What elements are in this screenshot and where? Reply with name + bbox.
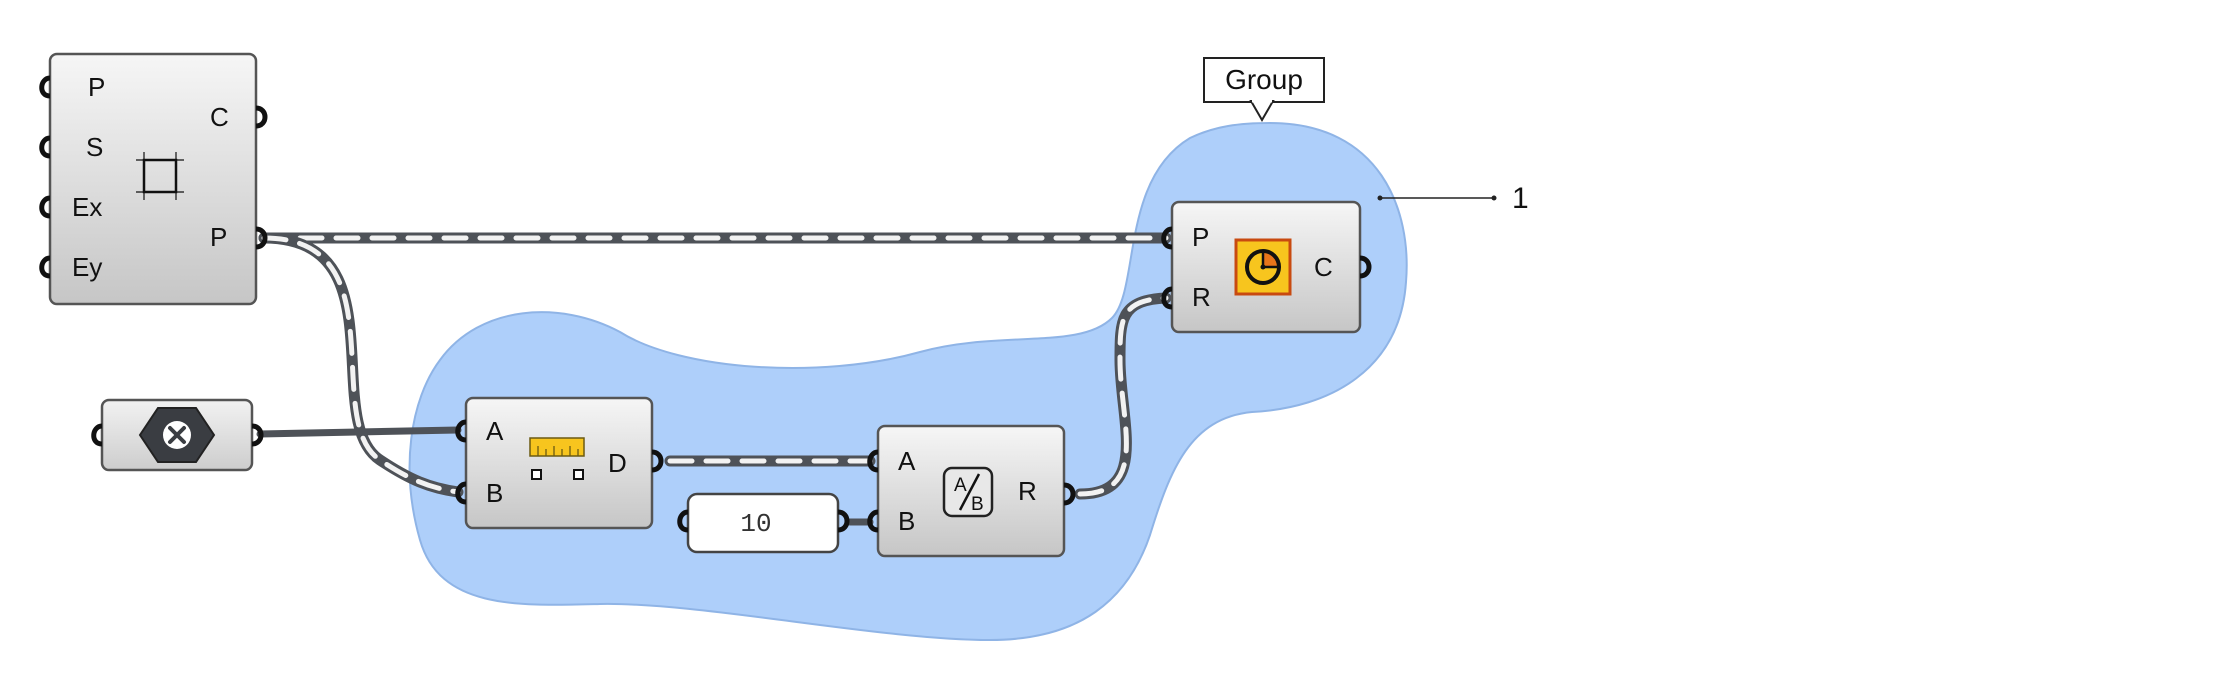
distance-input-label-a: A [486, 416, 504, 446]
rectangle-input-grip-p[interactable] [39, 75, 51, 99]
group-tag-label: Group [1225, 64, 1303, 95]
circle-input-grip-r[interactable] [1161, 286, 1173, 310]
circle-input-label-r: R [1192, 282, 1211, 312]
callout-label: 1 [1512, 182, 1529, 215]
number-panel-input-grip[interactable] [677, 509, 689, 533]
circle-input-grip-p[interactable] [1161, 226, 1173, 250]
number-panel[interactable]: 10 [677, 492, 850, 554]
rectangle-input-grip-ey[interactable] [39, 255, 51, 279]
ruler-icon [529, 437, 585, 480]
rectangle-icon [136, 152, 184, 200]
wires [256, 232, 1172, 526]
unit-parameter[interactable] [91, 398, 264, 472]
rectangle-output-label-p: P [210, 222, 227, 252]
distance-input-label-b: B [486, 478, 503, 508]
divide-icon: A B [942, 466, 994, 518]
circle-output-label-c: C [1314, 252, 1333, 282]
distance-input-grip-a[interactable] [455, 419, 467, 443]
rectangle-output-grip-c[interactable] [255, 105, 268, 129]
rectangle-output-label-c: C [210, 102, 229, 132]
unit-parameter-input-grip[interactable] [91, 423, 103, 447]
distance-input-grip-b[interactable] [455, 481, 467, 505]
rectangle-component[interactable]: P S Ex Ey C P [39, 52, 268, 306]
circle-input-label-p: P [1192, 222, 1209, 252]
group-outline[interactable] [408, 121, 1408, 642]
rectangle-input-grip-s[interactable] [39, 135, 51, 159]
rectangle-input-label-p: P [88, 72, 105, 102]
circle-icon [1234, 238, 1292, 296]
division-input-grip-a[interactable] [867, 449, 879, 473]
number-panel-value[interactable]: 10 [740, 509, 771, 539]
circle-component[interactable]: P R C [1161, 200, 1372, 334]
distance-output-grip-d[interactable] [651, 449, 664, 473]
wire-rect-p-to-distance-b[interactable] [258, 232, 464, 498]
division-output-grip-r[interactable] [1063, 482, 1076, 506]
svg-text:A: A [954, 475, 967, 496]
rectangle-input-label-ey: Ey [72, 252, 102, 282]
rectangle-input-label-s: S [86, 132, 103, 162]
unit-parameter-output-grip[interactable] [251, 423, 264, 447]
number-panel-output-grip[interactable] [837, 509, 850, 533]
wire-param-to-distance-a[interactable] [256, 426, 462, 438]
rectangle-output-grip-p[interactable] [255, 226, 268, 250]
division-input-grip-b[interactable] [867, 509, 879, 533]
division-input-label-a: A [898, 446, 916, 476]
callout-dot-end [1491, 195, 1497, 201]
division-output-label-r: R [1018, 476, 1037, 506]
rectangle-input-label-ex: Ex [72, 192, 102, 222]
distance-component[interactable]: A B D [455, 396, 664, 530]
division-component[interactable]: A B R A B [867, 424, 1076, 558]
rectangle-input-grip-ex[interactable] [39, 195, 51, 219]
group-tag[interactable]: Group [1203, 57, 1325, 122]
distance-output-label-d: D [608, 448, 627, 478]
close-hexagon-icon [138, 407, 216, 463]
svg-text:B: B [971, 494, 984, 515]
wire-division-r-to-circle-r[interactable] [1074, 292, 1172, 500]
division-input-label-b: B [898, 506, 915, 536]
circle-output-grip-c[interactable] [1359, 255, 1372, 279]
group[interactable]: Group [408, 57, 1408, 642]
callout: 1 [1377, 182, 1529, 215]
